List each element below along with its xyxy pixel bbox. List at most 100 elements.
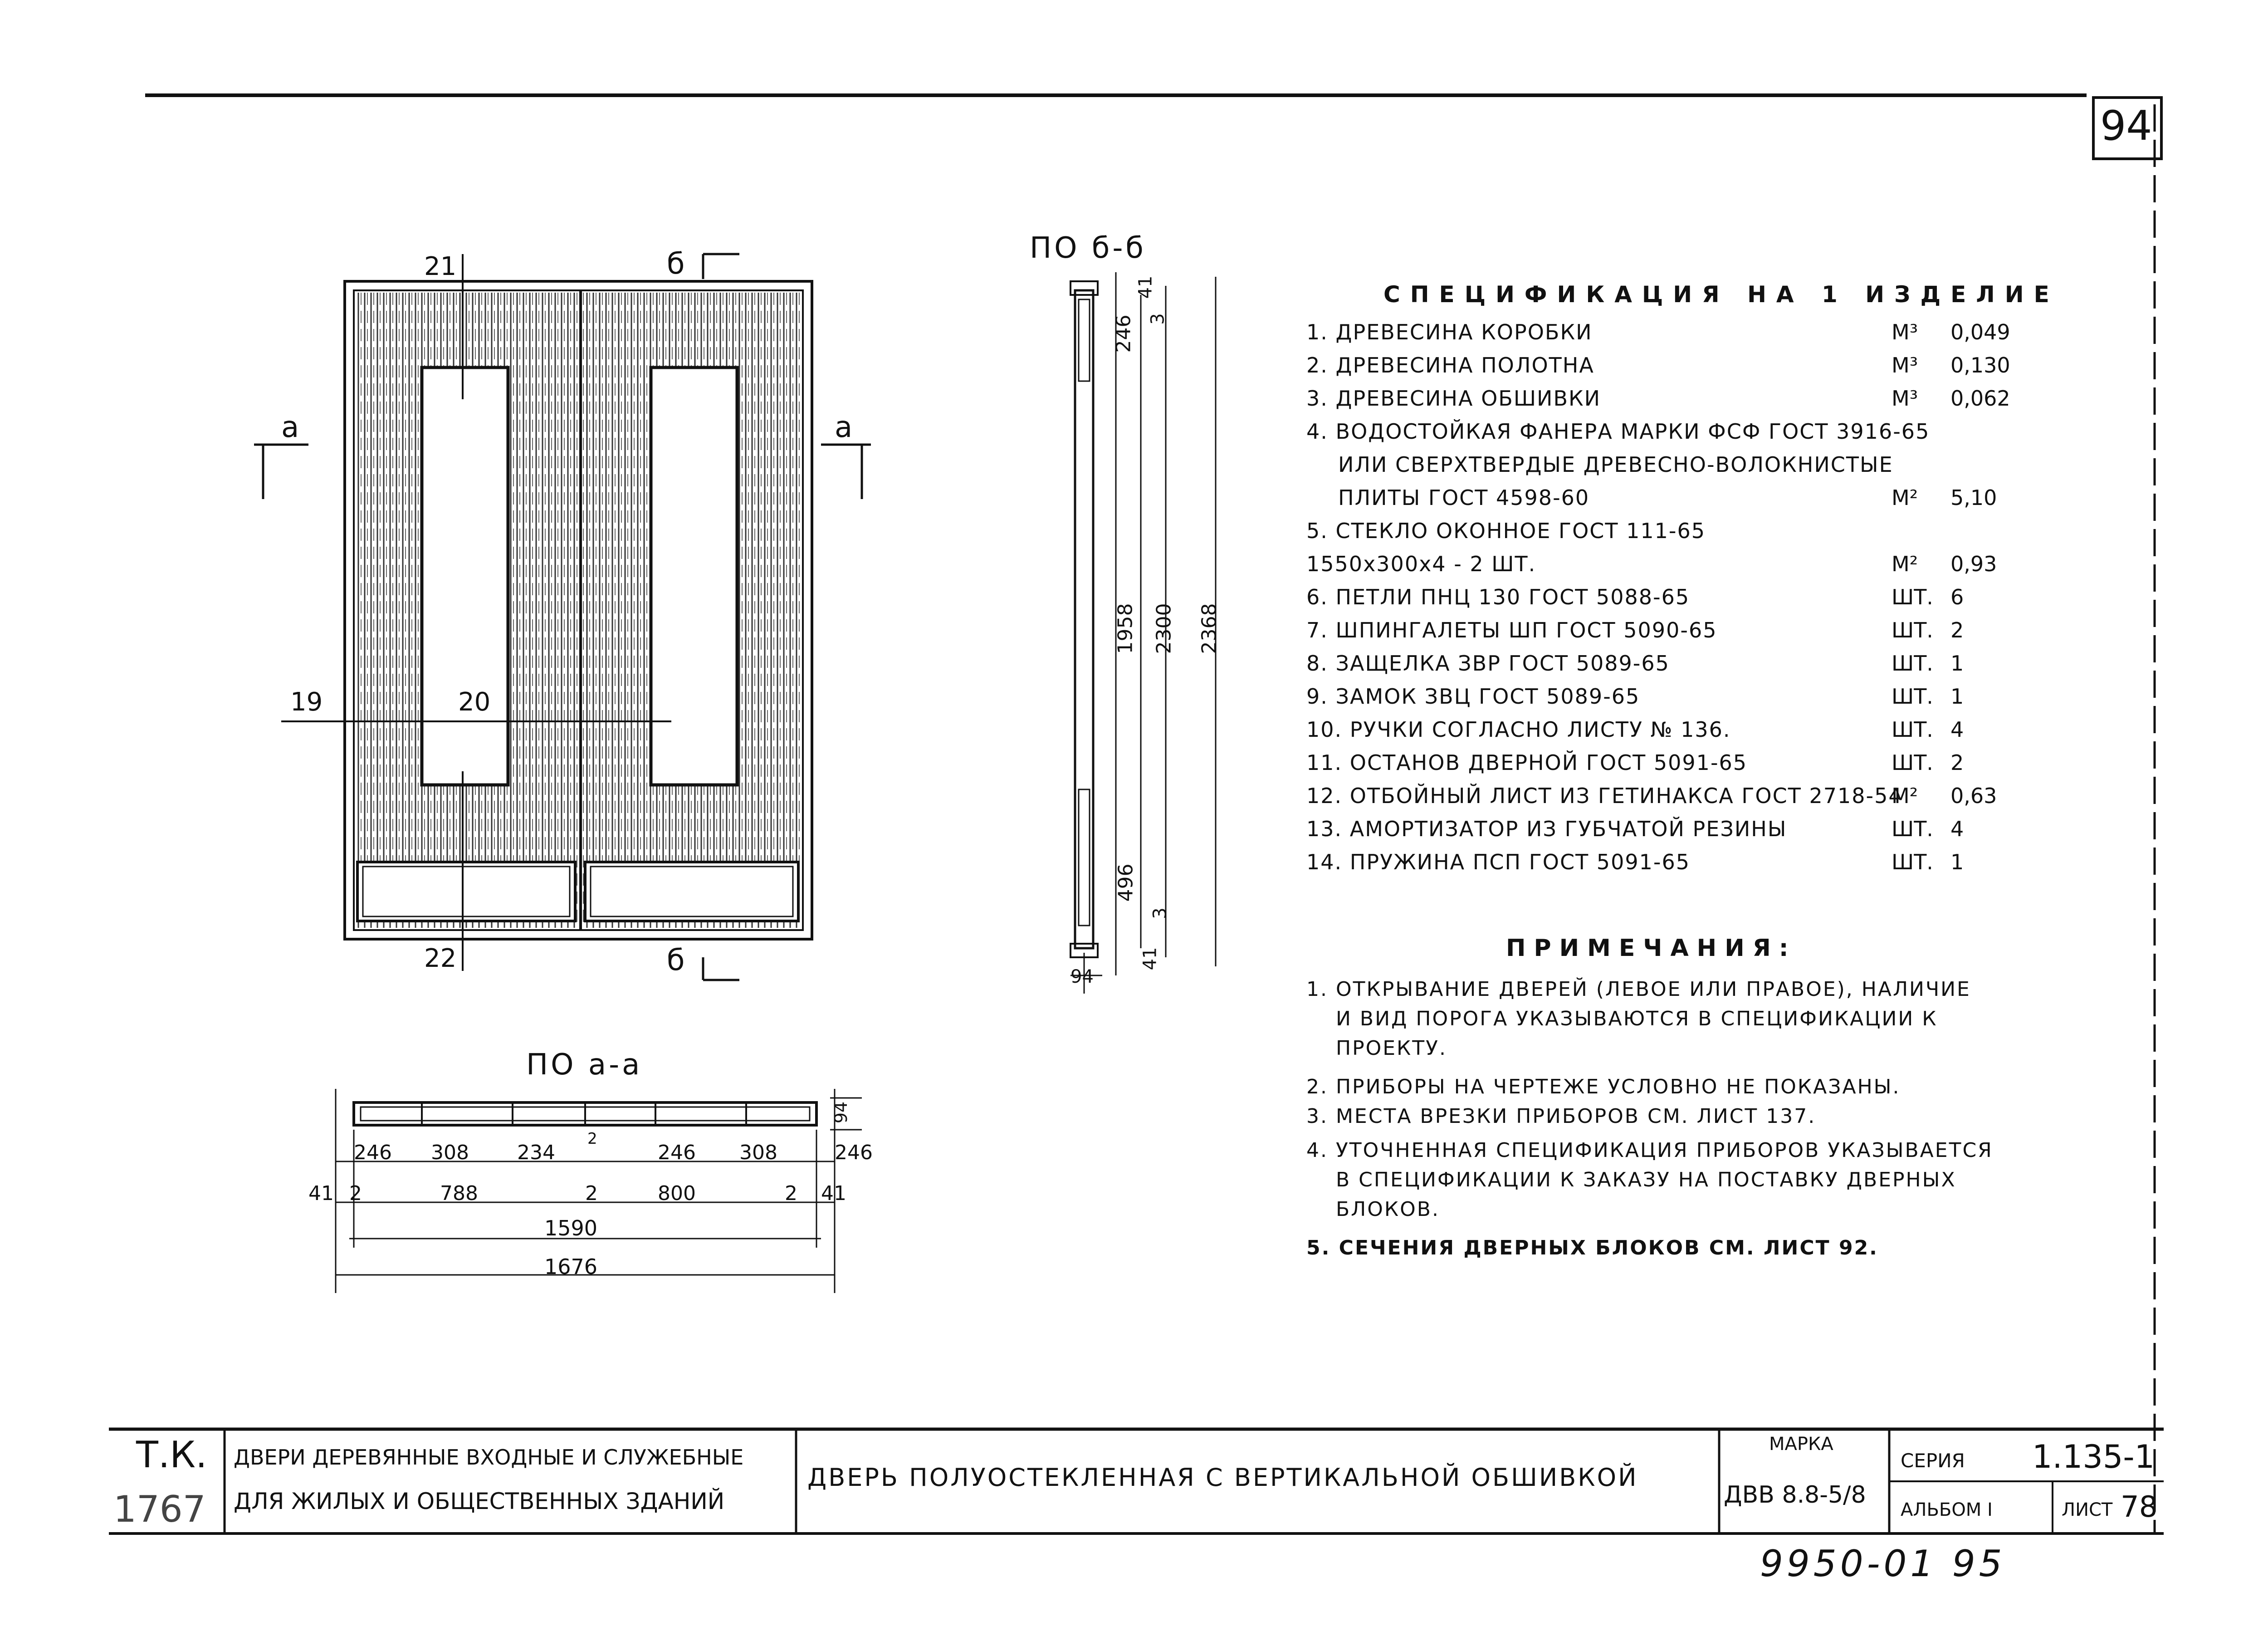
- section-a-dim: 246: [354, 1141, 392, 1164]
- section-a-drawing: [335, 1089, 862, 1293]
- spec-row-text: 13. АМОРТИЗАТОР ИЗ ГУБЧАТОЙ РЕЗИНЫ: [1306, 817, 1787, 841]
- spec-row-unit: ШТ.: [1892, 750, 1933, 775]
- section-a-dim: 41: [308, 1182, 334, 1205]
- spec-row-text: 2. ДРЕВЕСИНА ПОЛОТНА: [1306, 353, 1594, 377]
- spec-row-text: 4. ВОДОСТОЙКАЯ ФАНЕРА МАРКИ ФСФ ГОСТ 391…: [1306, 419, 1930, 444]
- label-19: 19: [290, 687, 323, 717]
- spec-row-text: 14. ПРУЖИНА ПСП ГОСТ 5091-65: [1306, 850, 1690, 874]
- spec-row-text: 12. ОТБОЙНЫЙ ЛИСТ ИЗ ГЕТИНАКСА ГОСТ 2718…: [1306, 784, 1903, 808]
- spec-row-unit: М³: [1892, 320, 1918, 344]
- section-b-dim-94: 94: [1070, 966, 1094, 987]
- section-b-title: ПО б-б: [1030, 231, 1146, 265]
- spec-row-value: 0,062: [1950, 386, 2010, 411]
- spec-row-unit: М²: [1892, 485, 1918, 510]
- spec-row-unit: М³: [1892, 386, 1918, 411]
- section-a-dim: 788: [440, 1182, 478, 1205]
- spec-row-unit: М²: [1892, 784, 1918, 808]
- sheet-label: ЛИСТ: [2062, 1499, 2113, 1520]
- group-title-line1: ДВЕРИ ДЕРЕВЯННЫЕ ВХОДНЫЕ И СЛУЖЕБНЫЕ: [234, 1445, 744, 1470]
- corner-sheet-number: 94: [2100, 102, 2152, 150]
- section-a-dim: 234: [517, 1141, 555, 1164]
- section-a-dim: 2: [785, 1182, 797, 1205]
- cut-label-b-bottom: б: [667, 944, 685, 977]
- spec-row-value: 0,049: [1950, 320, 2010, 344]
- cut-label-a-right: а: [835, 411, 853, 444]
- note-line: И ВИД ПОРОГА УКАЗЫВАЮТСЯ В СПЕЦИФИКАЦИИ …: [1336, 1007, 1938, 1030]
- spec-row-unit: М²: [1892, 552, 1918, 576]
- section-a-dim-1676: 1676: [544, 1254, 598, 1279]
- album-label: АЛЬБОМ I: [1901, 1499, 1993, 1520]
- note-line: 1. ОТКРЫВАНИЕ ДВЕРЕЙ (ЛЕВОЕ ИЛИ ПРАВОЕ),…: [1306, 978, 1971, 1001]
- spec-row-unit: ШТ.: [1892, 618, 1933, 642]
- spec-row-value: 1: [1950, 684, 1964, 709]
- spec-row-text: 1. ДРЕВЕСИНА КОРОБКИ: [1306, 320, 1593, 344]
- series-value: 1.135-1: [2032, 1438, 2155, 1475]
- section-a-dim: 2: [587, 1130, 597, 1148]
- section-a-dim-1590: 1590: [544, 1216, 598, 1240]
- note-line: 4. УТОЧНЕННАЯ СПЕЦИФИКАЦИЯ ПРИБОРОВ УКАЗ…: [1306, 1139, 1993, 1162]
- spec-row-unit: ШТ.: [1892, 717, 1933, 742]
- spec-row-unit: М³: [1892, 353, 1918, 377]
- spec-row-text: 3. ДРЕВЕСИНА ОБШИВКИ: [1306, 386, 1601, 411]
- spec-row-value: 0,93: [1950, 552, 1997, 576]
- spec-row-text: 1550х300х4 - 2 ШТ.: [1306, 552, 1536, 576]
- spec-row-value: 4: [1950, 817, 1964, 841]
- spec-row-value: 1: [1950, 850, 1964, 874]
- spec-row-unit: ШТ.: [1892, 684, 1933, 709]
- spec-row-value: 2: [1950, 750, 1964, 775]
- spec-row-unit: ШТ.: [1892, 651, 1933, 676]
- notes-title: ПРИМЕЧАНИЯ:: [1506, 935, 1797, 962]
- section-a-dim: 246: [835, 1141, 873, 1164]
- sheet-value: 78: [2121, 1490, 2158, 1524]
- label-21: 21: [424, 252, 457, 281]
- spec-row-unit: ШТ.: [1892, 817, 1933, 841]
- spec-row-text: 7. ШПИНГАЛЕТЫ ШП ГОСТ 5090-65: [1306, 618, 1717, 642]
- mark-label: МАРКА: [1769, 1434, 1833, 1455]
- tk-label: Т.К.: [136, 1434, 207, 1476]
- section-a-title: ПО а-а: [526, 1048, 643, 1082]
- spec-row-value: 0,130: [1950, 353, 2010, 377]
- spec-row-value: 5,10: [1950, 485, 1997, 510]
- section-a-dim: 2: [349, 1182, 362, 1205]
- spec-row-unit: ШТ.: [1892, 585, 1933, 609]
- section-a-dim: 308: [739, 1141, 777, 1164]
- spec-row-value: 4: [1950, 717, 1964, 742]
- tk-number: 1767: [113, 1488, 206, 1530]
- label-20: 20: [458, 687, 491, 717]
- group-title-line2: ДЛЯ ЖИЛЫХ И ОБЩЕСТВЕННЫХ ЗДАНИЙ: [234, 1488, 725, 1514]
- note-line: 3. МЕСТА ВРЕЗКИ ПРИБОРОВ СМ. ЛИСТ 137.: [1306, 1105, 1816, 1128]
- note-line: БЛОКОВ.: [1336, 1198, 1440, 1221]
- section-a-dim: 246: [658, 1141, 696, 1164]
- spec-row-text: 9. ЗАМОК ЗВЦ ГОСТ 5089-65: [1306, 684, 1640, 709]
- section-a-dim: 800: [658, 1182, 696, 1205]
- cut-label-b-top: б: [667, 247, 685, 281]
- section-a-dim: 41: [821, 1182, 846, 1205]
- spec-row-text: ИЛИ СВЕРХТВЕРДЫЕ ДРЕВЕСНО-ВОЛОКНИСТЫЕ: [1338, 452, 1893, 477]
- mark-value: ДВВ 8.8-5/8: [1724, 1481, 1866, 1509]
- section-a-dim: 308: [431, 1141, 469, 1164]
- spec-row-value: 6: [1950, 585, 1964, 609]
- sheet-title: ДВЕРЬ ПОЛУОСТЕКЛЕННАЯ С ВЕРТИКАЛЬНОЙ ОБШ…: [807, 1463, 1638, 1492]
- note-line: ПРОЕКТУ.: [1336, 1037, 1447, 1060]
- spec-row-text: 6. ПЕТЛИ ПНЦ 130 ГОСТ 5088-65: [1306, 585, 1690, 609]
- spec-row-text: 8. ЗАЩЕЛКА ЗВР ГОСТ 5089-65: [1306, 651, 1670, 676]
- spec-row-text: 10. РУЧКИ СОГЛАСНО ЛИСТУ № 136.: [1306, 717, 1731, 742]
- section-b-drawing: [1070, 272, 1217, 994]
- spec-row-value: 1: [1950, 651, 1964, 676]
- spec-row-text: 11. ОСТАНОВ ДВЕРНОЙ ГОСТ 5091-65: [1306, 750, 1748, 775]
- note-line: 5. СЕЧЕНИЯ ДВЕРНЫХ БЛОКОВ СМ. ЛИСТ 92.: [1306, 1236, 1878, 1259]
- note-line: В СПЕЦИФИКАЦИИ К ЗАКАЗУ НА ПОСТАВКУ ДВЕР…: [1336, 1168, 1956, 1191]
- spec-row-text: ПЛИТЫ ГОСТ 4598-60: [1338, 485, 1590, 510]
- door-elevation: [254, 253, 871, 981]
- series-label: СЕРИЯ: [1901, 1450, 1965, 1472]
- cut-label-a-left: а: [281, 411, 299, 444]
- section-a-dim: 2: [585, 1182, 598, 1205]
- spec-row-value: 0,63: [1950, 784, 1997, 808]
- footer-stamp: 9950-01 95: [1760, 1543, 2006, 1585]
- spec-row-text: 5. СТЕКЛО ОКОННОЕ ГОСТ 111-65: [1306, 519, 1706, 543]
- spec-row-value: 2: [1950, 618, 1964, 642]
- label-22: 22: [424, 944, 457, 973]
- spec-row-unit: ШТ.: [1892, 850, 1933, 874]
